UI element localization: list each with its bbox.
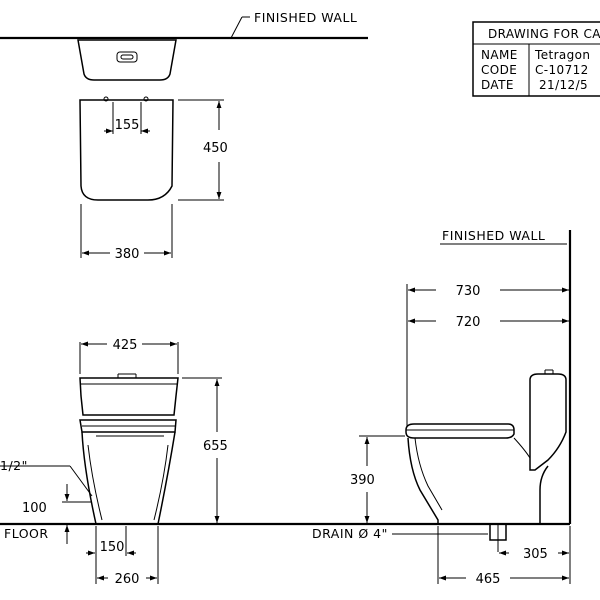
top-wall-leader (230, 16, 243, 39)
front-dim-floor-offset: 100 (22, 501, 47, 516)
side-dim-base-depth: 465 (476, 572, 501, 587)
side-dim-seat-height: 390 (350, 473, 375, 488)
top-view: FINISHED WALL 155 450 380 (0, 10, 368, 262)
flush-button-icon (116, 51, 138, 63)
top-dim-width: 380 (115, 247, 140, 262)
top-dim-depth: 450 (203, 141, 228, 156)
side-dim-seat: 720 (456, 315, 481, 330)
front-dim-tank-width: 425 (113, 338, 138, 353)
side-seat-outline (405, 423, 515, 439)
top-dim-inner: 155 (115, 118, 140, 133)
title-key-code: CODE (481, 63, 517, 77)
title-key-date: DATE (481, 78, 514, 92)
title-value-code: C-10712 (535, 63, 589, 77)
side-wall-label: FINISHED WALL (442, 228, 545, 243)
title-value-date: 21/12/5 (539, 78, 588, 92)
side-tank-outline (529, 373, 567, 471)
front-dim-base-width: 260 (115, 572, 140, 587)
top-wall-label: FINISHED WALL (254, 10, 357, 25)
side-bowl-outline (407, 437, 549, 525)
title-key-name: NAME (481, 48, 518, 62)
top-tank-outline (77, 39, 177, 81)
side-dim-rough-in: 305 (523, 547, 548, 562)
top-bowl-outline (79, 99, 174, 201)
floor-label: FLOOR (4, 526, 49, 541)
front-view: 425 655 1/2" 100 FLOOR 150 260 (0, 338, 228, 587)
title-value-name: Tetragon (534, 48, 590, 62)
front-dim-base-inner: 150 (100, 540, 125, 555)
side-view: FINISHED WALL 730 720 390 DRAIN Ø 4" (312, 228, 572, 587)
title-heading: DRAWING FOR CA (488, 27, 600, 41)
front-tank-outline (79, 377, 179, 416)
title-block: DRAWING FOR CA NAME Tetragon CODE C-1071… (472, 21, 600, 97)
side-dim-overall: 730 (456, 284, 481, 299)
front-dim-height: 655 (203, 439, 228, 454)
side-drain-label: DRAIN Ø 4" (312, 526, 388, 541)
front-bowl-outline (81, 431, 176, 525)
